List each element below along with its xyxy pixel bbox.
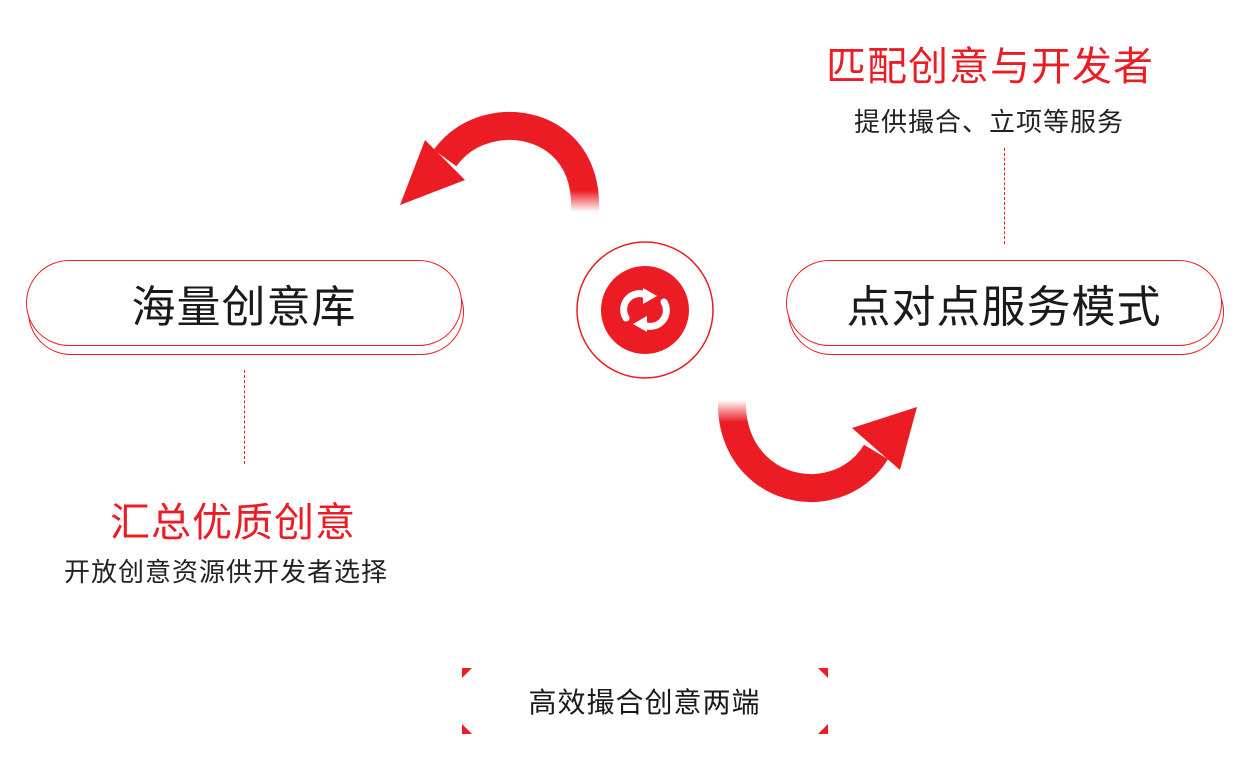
- left-node-label: 海量创意库: [131, 282, 357, 333]
- left-connector-line: [244, 370, 245, 464]
- right-connector-line: [1004, 148, 1005, 244]
- bottom-label-text: 高效撮合创意两端: [528, 686, 761, 719]
- exchange-icon: [576, 241, 714, 379]
- right-caption-sub: 提供撮合、立项等服务: [854, 108, 1125, 138]
- bottom-label-brackets: [462, 668, 828, 734]
- right-caption-title: 匹配创意与开发者: [826, 44, 1154, 90]
- left-caption-sub: 开放创意资源供开发者选择: [64, 558, 389, 588]
- bottom-arrow-icon: [717, 399, 917, 503]
- right-node-label: 点对点服务模式: [846, 282, 1162, 333]
- left-caption-title: 汇总优质创意: [110, 500, 356, 546]
- bottom-label: 高效撮合创意两端: [464, 670, 825, 732]
- right-node-pill: 点对点服务模式: [786, 260, 1222, 346]
- left-node-pill: 海量创意库: [26, 260, 462, 346]
- top-arrow-icon: [400, 111, 600, 213]
